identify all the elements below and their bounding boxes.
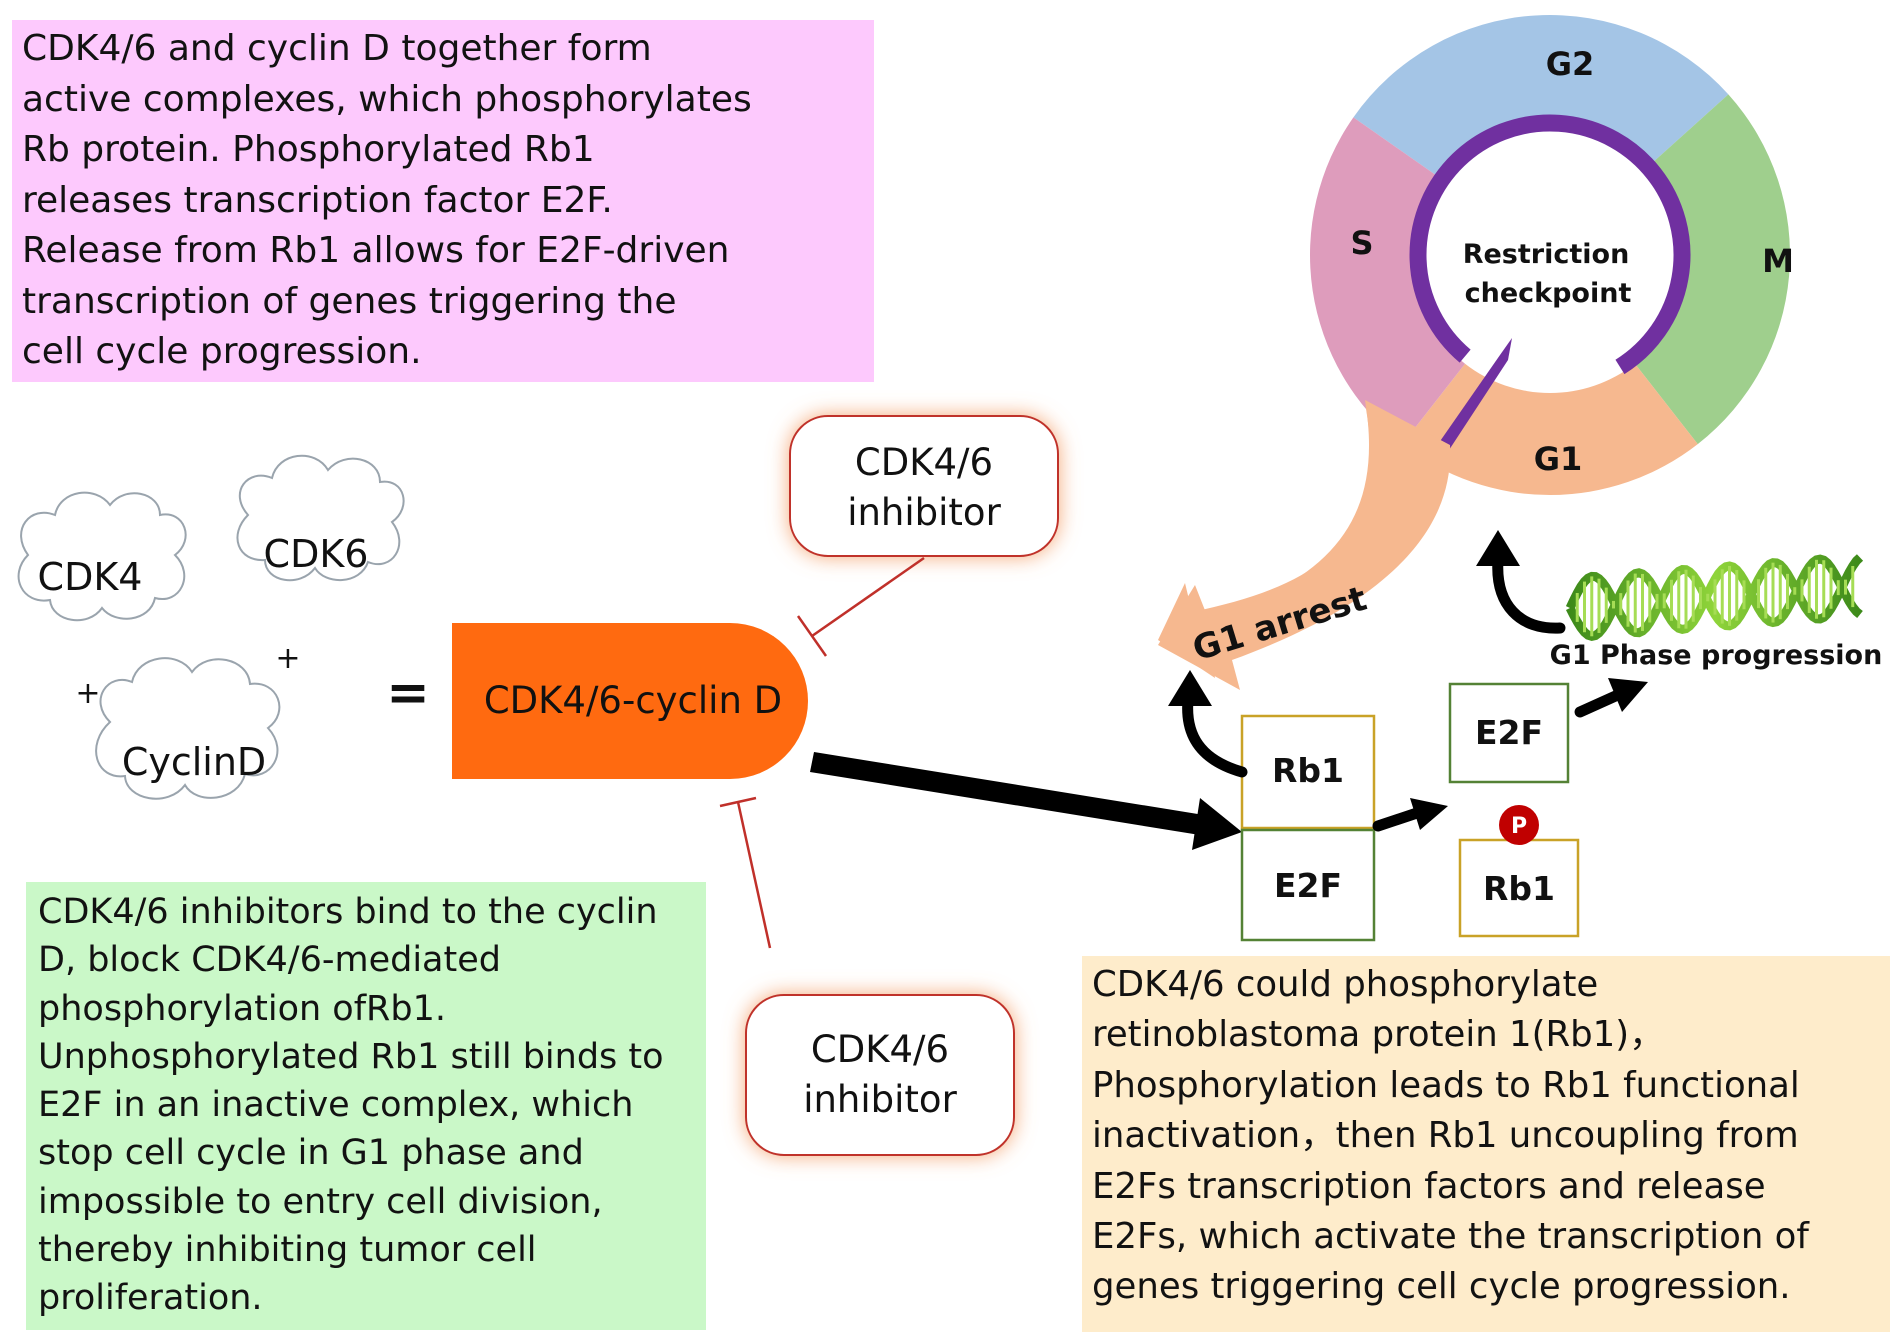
right-note-line: E2Fs transcription factors and release (1092, 1165, 1766, 1207)
top-note-line: active complexes, which phosphorylates (22, 78, 752, 120)
dna-to-g1-arrowhead (1476, 530, 1520, 566)
phosphorylation-note: CDK4/6 could phosphorylate retinoblastoma… (1082, 956, 1890, 1332)
dna-rungs (1575, 559, 1855, 637)
cdk4-label: CDK4 (38, 555, 143, 599)
right-note-line: E2Fs, which activate the transcription o… (1092, 1216, 1809, 1258)
top-note-line: CDK4/6 and cyclin D together form (22, 28, 652, 69)
restriction-checkpoint-line2: checkpoint (1465, 278, 1632, 309)
m-label: M (1762, 242, 1794, 280)
e2f-to-dna-arrow (1574, 688, 1626, 718)
rb1-free-label: Rb1 (1483, 869, 1555, 908)
complex-shape (452, 623, 808, 779)
inhibitor-top-line2: inhibitor (847, 491, 1001, 534)
inhibit-bar-bottom (719, 796, 757, 808)
right-note-line: genes triggering cell cycle progression. (1092, 1266, 1791, 1308)
plus-sign-top: + (275, 641, 300, 676)
left-note-line: thereby inhibiting tumor cell (38, 1230, 537, 1271)
top-explanation-note: CDK4/6 and cyclin D together form active … (12, 20, 874, 382)
restriction-checkpoint-line1: Restriction (1463, 239, 1630, 270)
left-note-line: stop cell cycle in G1 phase and (38, 1133, 584, 1174)
inhibitor-mechanism-note: CDK4/6 inhibitors bind to the cyclin D, b… (26, 882, 706, 1330)
e2f-bound-label: E2F (1274, 866, 1342, 905)
dna-to-g1-arrow (1492, 554, 1566, 634)
e2f-free-label: E2F (1475, 713, 1543, 752)
rb1-to-arrest-arrowhead (1168, 670, 1212, 706)
cell-cycle-s-segment (1310, 117, 1466, 445)
main-arrow-head (1192, 798, 1242, 850)
cloud-cdk6: CDK6 (236, 454, 405, 582)
top-note-line: cell cycle progression. (22, 331, 422, 372)
rb1-e2f-bound-complex: Rb1 E2F (1240, 714, 1376, 942)
main-pathway-arrow (810, 752, 1242, 850)
cyclind-cloud-shape (95, 657, 281, 800)
inhibit-line-top (811, 556, 925, 638)
equals-sign: = (386, 663, 430, 723)
inhibition-lines (719, 556, 925, 949)
rb1-to-arrest-arrow (1182, 694, 1248, 778)
main-arrow-shaft (810, 752, 1210, 836)
right-note-line: CDK4/6 could phosphorylate (1092, 964, 1599, 1005)
inhibitor-bottom-box (745, 994, 1015, 1156)
rb1-bound-label: Rb1 (1272, 751, 1344, 790)
right-note-line: retinoblastoma protein 1(Rb1)， (1092, 1014, 1665, 1056)
g2-label: G2 (1546, 45, 1595, 83)
left-note-line: impossible to entry cell division, (38, 1181, 603, 1222)
left-note-line: E2F in an inactive complex, which (38, 1085, 634, 1126)
left-note-line: phosphorylation ofRb1. (38, 988, 446, 1029)
cell-cycle-g2-segment (1353, 15, 1729, 176)
dna-helix: G1 Phase progression (1550, 554, 1883, 671)
top-note-line: Rb protein. Phosphorylated Rb1 (22, 129, 595, 170)
top-note-line: releases transcription factor E2F. (22, 179, 613, 221)
inhibitor-top: CDK4/6 inhibitor (789, 415, 1059, 557)
e2f-free-box (1448, 682, 1570, 784)
cloud-cdk4: CDK4 (17, 491, 187, 622)
free-e2f: E2F (1448, 682, 1570, 784)
s-label: S (1350, 224, 1373, 262)
inhibitor-top-line1: CDK4/6 (855, 441, 993, 484)
inhibit-line-bottom (736, 801, 772, 949)
cell-cycle-wheel: G2 S M G1 Restriction checkpoint (1310, 15, 1794, 496)
inhibitor-bottom-line2: inhibitor (803, 1078, 957, 1121)
top-note-line: Release from Rb1 allows for E2F-driven (22, 230, 730, 271)
cell-cycle-m-segment (1634, 94, 1791, 445)
left-note-line: Unphosphorylated Rb1 still binds to (38, 1036, 664, 1077)
inhibitor-top-box (789, 415, 1059, 557)
cdk6-label: CDK6 (264, 532, 369, 576)
complex-to-free-arrow (1372, 806, 1426, 832)
e2f-bound-box (1240, 828, 1376, 942)
top-note-line: transcription of genes triggering the (22, 280, 677, 322)
restriction-ring-arrow (1409, 114, 1691, 375)
cdk4-cloud-shape (17, 491, 187, 622)
inhibitor-bottom: CDK4/6 inhibitor (745, 994, 1015, 1156)
g1-phase-progression-label: G1 Phase progression (1550, 640, 1883, 671)
cdk6-cloud-shape (236, 454, 405, 582)
inhibitor-bottom-line1: CDK4/6 (811, 1028, 949, 1071)
e2f-to-dna-arrowhead (1608, 678, 1648, 712)
plus-sign-left: + (75, 676, 100, 711)
left-note-line: CDK4/6 inhibitors bind to the cyclin (38, 892, 658, 932)
phosphorylated-rb1: Rb1 P (1458, 805, 1580, 938)
rb1-bound-box (1240, 714, 1376, 830)
complex-label: CDK4/6-cyclin D (484, 679, 782, 722)
cyclind-label: CyclinD (122, 740, 266, 784)
right-note-line: inactivation，then Rb1 uncoupling from (1092, 1115, 1799, 1157)
g1-label: G1 (1534, 440, 1583, 478)
cdk46-cyclind-complex: CDK4/6-cyclin D (452, 623, 808, 779)
complex-to-free-arrowhead (1410, 798, 1448, 830)
phosphate-label: P (1511, 814, 1527, 839)
right-note-line: Phosphorylation leads to Rb1 functional (1092, 1064, 1800, 1106)
left-note-line: proliferation. (38, 1278, 263, 1319)
cloud-cyclind: CyclinD (95, 657, 281, 800)
phosphate-circle (1499, 805, 1539, 845)
g1-arrest-arrow: G1 arrest (1158, 400, 1451, 690)
g1-arrest-arrow-shaft (1158, 400, 1451, 690)
inhibit-bar-top (796, 615, 828, 657)
left-note-line: D, block CDK4/6-mediated (38, 940, 501, 981)
